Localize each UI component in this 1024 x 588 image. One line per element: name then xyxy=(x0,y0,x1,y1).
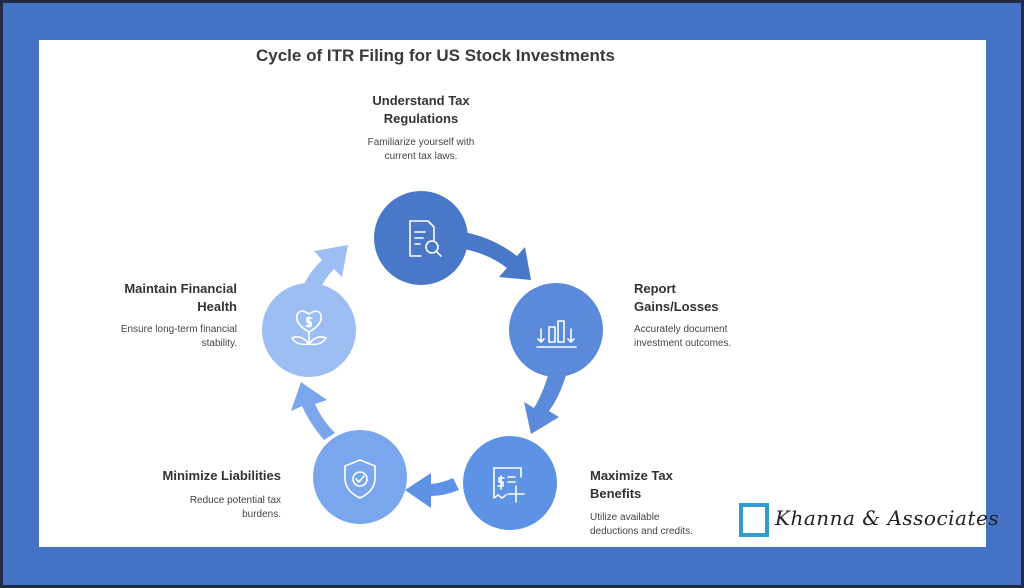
step-desc-understand: Familiarize yourself with current tax la… xyxy=(341,136,501,164)
page-title: Cycle of ITR Filing for US Stock Investm… xyxy=(256,46,615,65)
company-logo: Khanna & Associates xyxy=(739,502,999,538)
step-title-line: Maintain Financial xyxy=(124,281,237,296)
step-desc-line: Familiarize yourself with xyxy=(367,137,475,148)
step-desc-line: burdens. xyxy=(242,509,281,520)
step-circle-report xyxy=(509,283,603,377)
step-title-line: Gains/Losses xyxy=(634,299,719,314)
step-title-line: Report xyxy=(634,281,676,296)
step-desc-line: Ensure long-term financial xyxy=(120,324,237,335)
step-desc-line: Accurately document xyxy=(634,324,728,335)
step-desc-line: Reduce potential tax xyxy=(189,495,281,506)
logo-text: Khanna & Associates xyxy=(775,506,1000,530)
step-desc-line: investment outcomes. xyxy=(634,338,732,349)
step-desc-report: Accurately document investment outcomes. xyxy=(634,323,804,351)
step-circle-minimize xyxy=(313,430,407,524)
arrow-maximize-to-minimize xyxy=(405,473,459,508)
cycle-diagram xyxy=(262,191,603,530)
step-title-maintain: Maintain Financial Health xyxy=(57,280,237,316)
arrow-understand-to-report xyxy=(464,232,531,280)
step-title-line: Maximize Tax xyxy=(590,468,673,483)
heart-hand-icon xyxy=(291,310,327,346)
step-title-line: Health xyxy=(197,299,237,314)
step-title-maximize: Maximize Tax Benefits xyxy=(590,467,740,503)
step-title-line: Understand Tax xyxy=(372,93,470,108)
logo-square-icon xyxy=(739,503,769,537)
step-title-line: Benefits xyxy=(590,486,642,501)
step-desc-maintain: Ensure long-term financial stability. xyxy=(57,323,237,351)
step-desc-line: stability. xyxy=(201,338,237,349)
step-title-line: Regulations xyxy=(383,111,459,126)
step-title-line: Minimize Liabilities xyxy=(162,468,281,483)
step-desc-line: deductions and credits. xyxy=(590,526,693,537)
step-desc-line: Utilize available xyxy=(590,512,660,523)
step-title-minimize: Minimize Liabilities xyxy=(101,467,281,485)
infographic-canvas: Cycle of ITR Filing for US Stock Investm… xyxy=(39,40,999,547)
arrow-minimize-to-maintain xyxy=(291,382,335,440)
step-desc-line: current tax laws. xyxy=(384,151,458,162)
step-title-report: Report Gains/Losses xyxy=(634,280,784,316)
arrow-report-to-maximize xyxy=(524,375,566,434)
document-search-icon xyxy=(409,220,442,257)
step-desc-maximize: Utilize available deductions and credits… xyxy=(590,511,760,539)
tax-receipt-plus-icon xyxy=(493,467,525,503)
step-circle-maximize xyxy=(463,436,557,530)
bar-chart-icon xyxy=(536,320,577,348)
shield-check-icon xyxy=(344,459,376,499)
step-title-understand: Understand Tax Regulations xyxy=(341,92,501,128)
step-desc-minimize: Reduce potential tax burdens. xyxy=(101,494,281,522)
step-circle-maintain xyxy=(262,283,356,377)
